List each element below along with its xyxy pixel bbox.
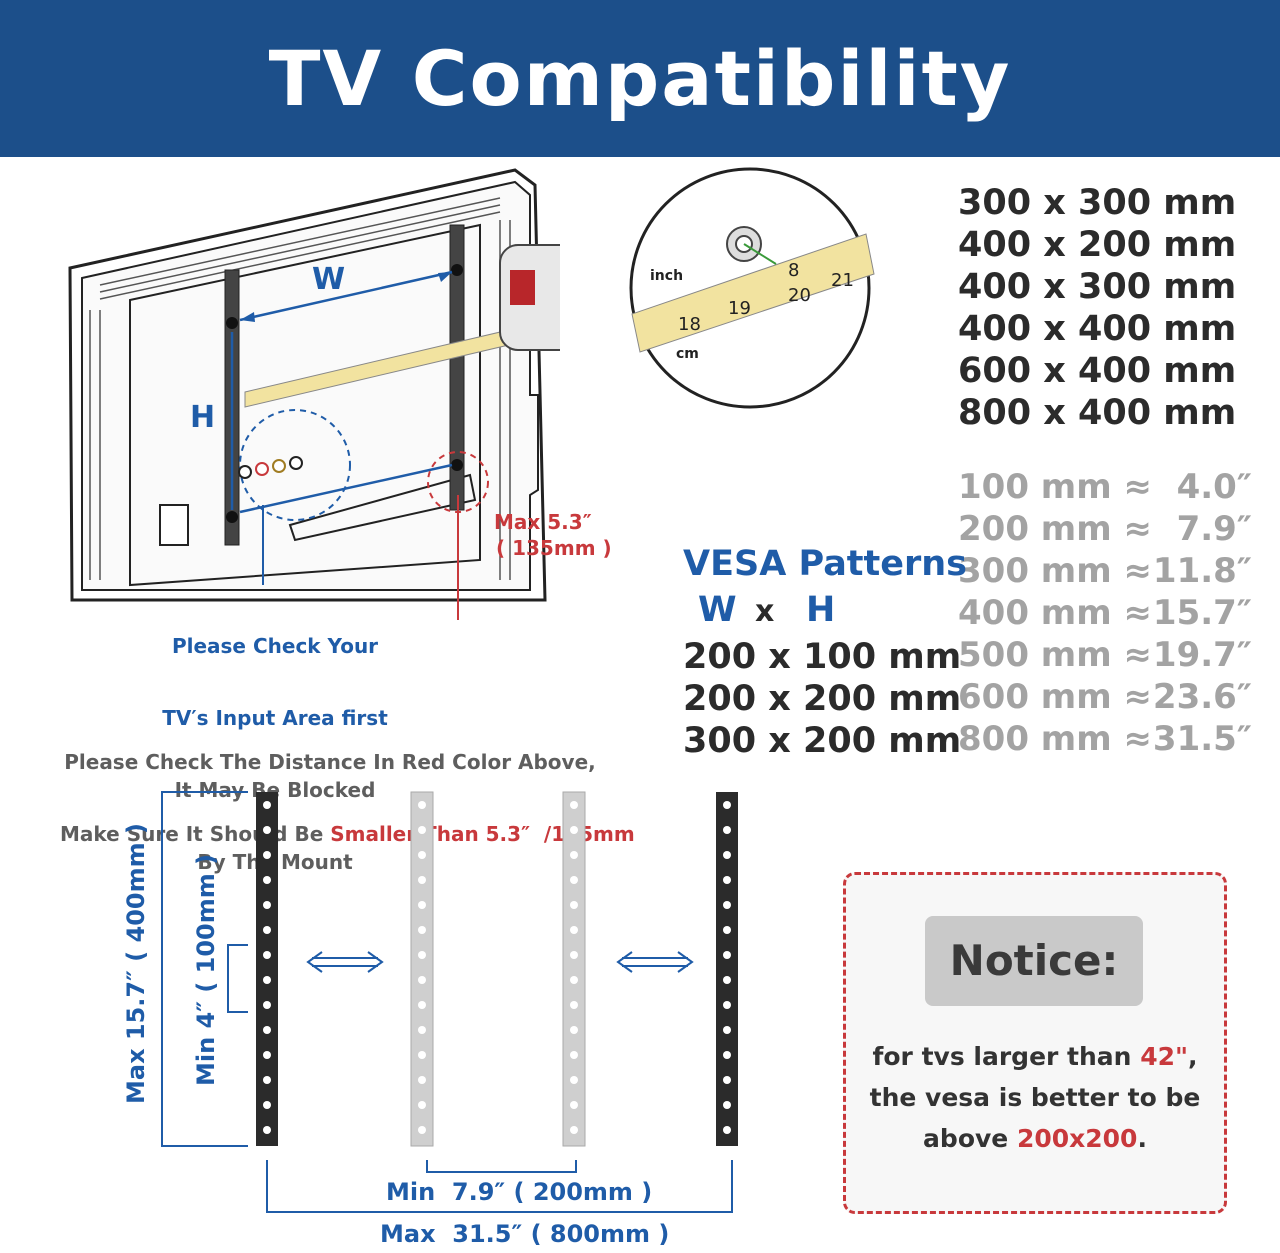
vesa-size: 300 x 300 mm [958, 183, 1237, 223]
input-check-line: TV′s Input Area first [162, 706, 388, 730]
vesa-size: 200 x 200 mm [683, 679, 962, 719]
vesa-size: 600 x 400 mm [958, 351, 1237, 391]
notice-line: the vesa is better to be [869, 1083, 1201, 1112]
conversion-row: 100 mm ≈4.0″ [958, 467, 1252, 507]
vesa-size: 400 x 300 mm [958, 267, 1237, 307]
input-check-note: Please Check Your TV′s Input Area first … [150, 586, 400, 898]
title-banner [0, 0, 1280, 157]
max-width-label: Max 31.5″ ( 800mm ) [380, 1220, 670, 1248]
vesa-size: 400 x 400 mm [958, 309, 1237, 349]
max-height-label: Max 15.7″ ( 400mm ) [122, 823, 150, 1104]
min-width-label: Min 7.9″ ( 200mm ) [386, 1178, 653, 1206]
double-arrow-icon [616, 951, 694, 973]
vesa-title: VESA Patterns [683, 544, 968, 584]
input-check-line: It May Be Blocked [174, 778, 376, 802]
vesa-small-list: 200 x 100 mm 200 x 200 mm 300 x 200 mm [683, 636, 961, 762]
vesa-x-label: x [755, 594, 775, 629]
tape-zoom-illustration: inch cm 8 20 21 18 19 [629, 167, 875, 409]
vesa-size: 800 x 400 mm [958, 393, 1237, 433]
vesa-h-label: H [806, 590, 836, 630]
tape-tick: 20 [788, 285, 811, 306]
vesa-w-label: W [698, 590, 737, 630]
conversion-row: 200 mm ≈7.9″ [958, 509, 1252, 549]
max-depth-label: Max 5.3″ [494, 510, 592, 534]
tape-tick: 18 [678, 314, 701, 335]
tape-cm-label: cm [676, 346, 699, 362]
notice-text: for tvs larger than 42", the vesa is bet… [846, 1036, 1224, 1159]
conversion-row: 800 mm ≈31.5″ [958, 719, 1252, 759]
conversion-row: 500 mm ≈19.7″ [958, 635, 1252, 675]
conversion-row: 400 mm ≈15.7″ [958, 593, 1252, 633]
vesa-size: 400 x 200 mm [958, 225, 1237, 265]
tape-tick: 19 [728, 298, 751, 319]
input-check-line: Please Check Your [171, 634, 379, 658]
height-label: H [190, 400, 216, 435]
conversion-table: 100 mm ≈4.0″ 200 mm ≈7.9″ 300 mm ≈11.8″ … [958, 466, 1252, 760]
distance-line: Please Check The Distance In Red Color A… [64, 750, 596, 774]
input-check-line: By The Mount [197, 850, 353, 874]
tv-back-illustration [68, 168, 560, 620]
tape-tick: 8 [788, 260, 799, 281]
conversion-row: 600 mm ≈23.6″ [958, 677, 1252, 717]
vesa-size: 200 x 100 mm [683, 637, 962, 677]
max-depth-mm: ( 135mm ) [496, 536, 612, 560]
page-title: TV Compatibility [268, 34, 1012, 123]
notice-title: Notice: [925, 916, 1143, 1006]
tape-tick: 21 [831, 270, 854, 291]
vesa-size: 300 x 200 mm [683, 721, 962, 761]
min-height-label: Min 4″ ( 100mm ) [192, 853, 220, 1086]
notice-line: for tvs larger than 42", [872, 1042, 1198, 1071]
brackets-illustration [161, 791, 738, 1213]
conversion-row: 300 mm ≈11.8″ [958, 551, 1252, 591]
tape-inch-label: inch [650, 268, 683, 284]
double-arrow-icon [306, 951, 384, 973]
vesa-large-list: 300 x 300 mm 400 x 200 mm 400 x 300 mm 4… [958, 182, 1236, 434]
width-label: W [312, 262, 346, 297]
notice-line: above 200x200. [923, 1124, 1147, 1153]
